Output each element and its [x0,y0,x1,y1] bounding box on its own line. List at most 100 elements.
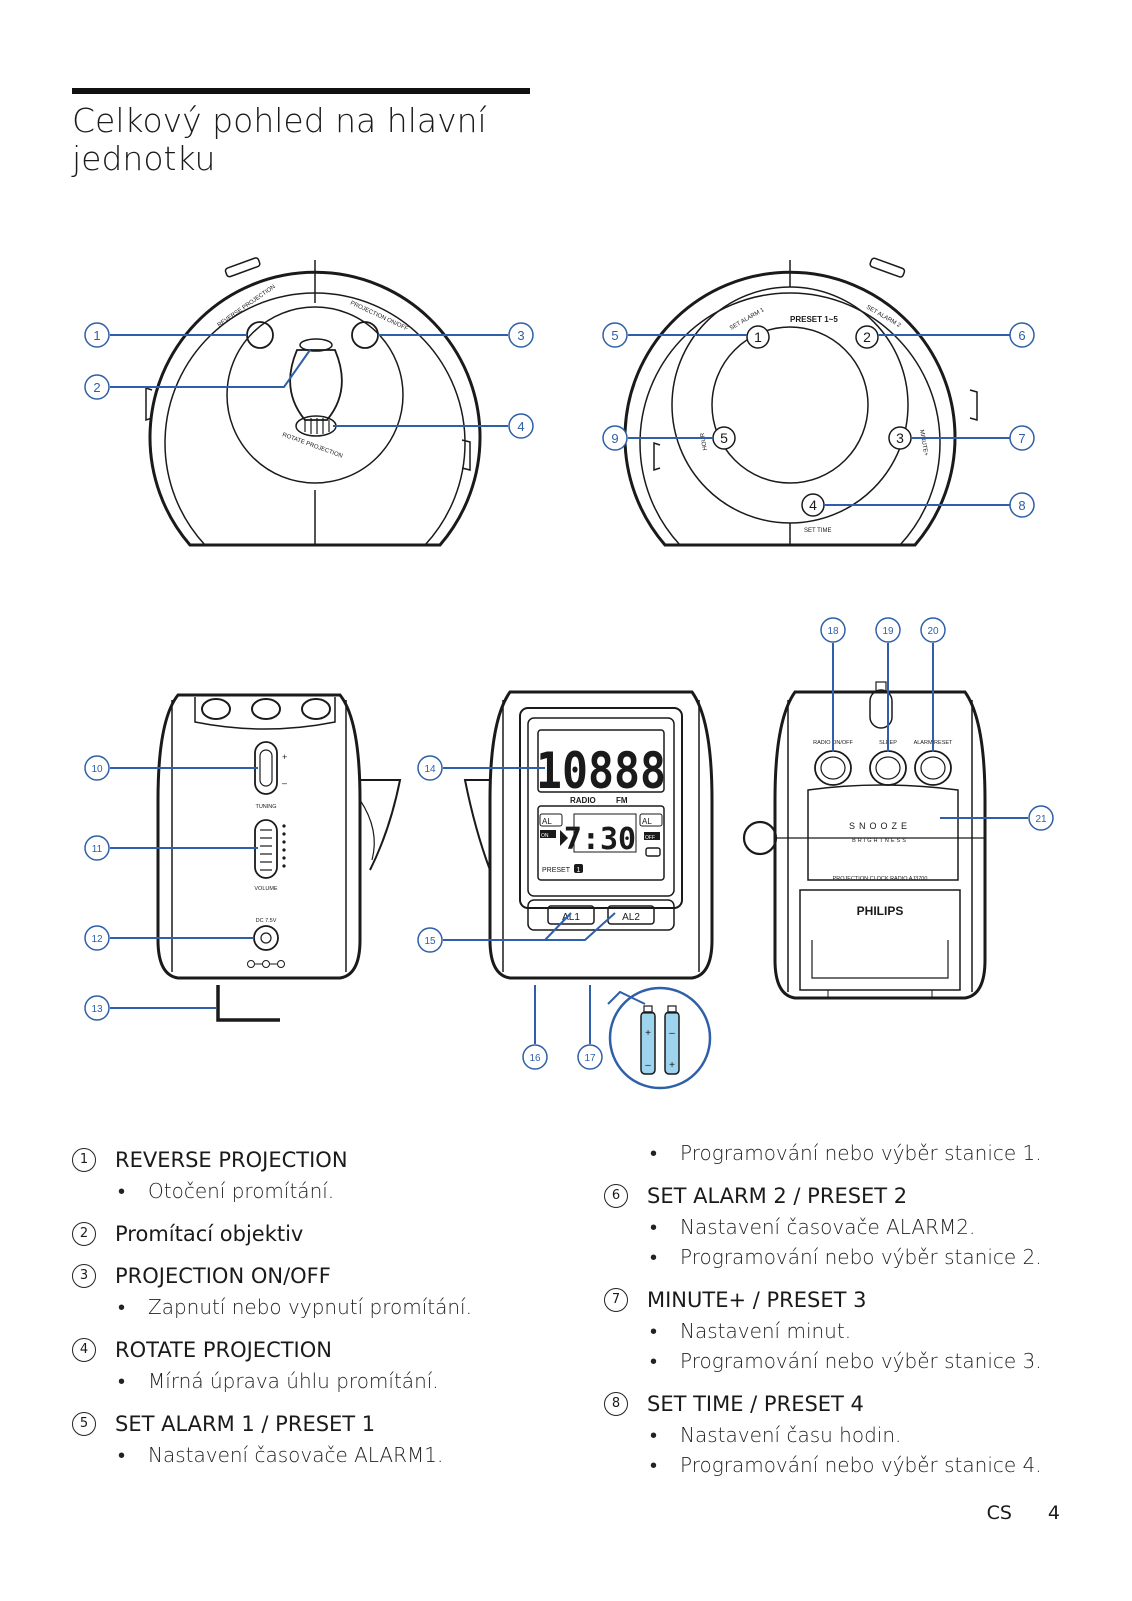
item-heading: PROJECTION ON/OFF [115,1264,331,1288]
page-footer: CS 4 [987,1502,1060,1524]
svg-text:13: 13 [91,1004,103,1015]
legend-item-2: 2 Promítací objektiv [72,1220,542,1248]
item-number: 4 [72,1338,96,1362]
item-bullet: Programování nebo výběr stanice 2. [604,1242,1074,1272]
label-reverse-projection: REVERSE PROJECTION [217,284,277,329]
legend-item-1: 1 REVERSE PROJECTION Otočení promítání. [72,1146,542,1206]
svg-text:15: 15 [424,936,436,947]
lcd-al-left: AL [542,817,552,826]
label-brightness: BRIGHTNESS [852,838,908,844]
svg-text:21: 21 [1035,814,1047,825]
item-heading: MINUTE+ / PRESET 3 [647,1288,867,1312]
svg-text:2: 2 [93,380,100,395]
callout-15: 15 [417,927,443,953]
callout-8: 8 [1009,492,1035,518]
key-1-label: 1 [754,329,762,345]
title-rule [72,88,530,94]
language-code: CS [986,1502,1012,1524]
top-view-projection [145,257,482,547]
svg-text:19: 19 [882,626,894,637]
callout-17: 17 [577,1044,603,1070]
label-volume: VOLUME [254,886,278,892]
callout-4: 4 [508,413,534,439]
legend-left-column: 1 REVERSE PROJECTION Otočení promítání. 2… [72,1146,542,1484]
lcd-preset: PRESET [542,867,571,874]
page-number: 4 [1047,1502,1060,1524]
lcd-al-right: AL [642,817,652,826]
item-bullet-continued: Programování nebo výběr stanice 1. [604,1138,1074,1168]
button-al1-label: AL1 [562,912,580,923]
item-bullet: Nastavení minut. [604,1316,1074,1346]
label-preset: PRESET 1~5 [790,315,838,324]
item-bullet: Otočení promítání. [72,1176,542,1206]
item-bullet: Nastavení časovače ALARM2. [604,1212,1074,1242]
callout-10: 10 [84,755,110,781]
lcd-off: OFF [645,835,655,841]
battery-plus-a: + [645,1028,651,1039]
key-5-label: 5 [720,430,728,446]
label-model: PROJECTION CLOCK RADIO AJ3700 [833,876,928,882]
callout-6: 6 [1009,322,1035,348]
page-title: Celkový pohled na hlavní jednotku [72,101,487,178]
product-diagram: REVERSE PROJECTION PROJECTION ON/OFF ROT… [84,257,1054,1090]
callout-9: 9 [602,425,628,451]
svg-text:20: 20 [927,626,939,637]
front-view [463,690,714,980]
item-number: 8 [604,1392,628,1416]
callout-20: 20 [920,617,946,643]
callout-13: 13 [84,995,110,1021]
battery-plus-b: + [669,1060,675,1071]
item-bullet: Mírná úprava úhlu promítání. [72,1366,542,1396]
label-dc: DC 7.5V [256,918,277,924]
key-2-label: 2 [863,329,871,345]
label-projection-onoff: PROJECTION ON/OFF [349,300,409,332]
item-bullet: Nastavení času hodin. [604,1420,1074,1450]
item-number: 5 [72,1412,96,1436]
item-heading: SET TIME / PRESET 4 [647,1392,864,1416]
legend-item-4: 4 ROTATE PROJECTION Mírná úprava úhlu pro… [72,1336,542,1396]
callout-7: 7 [1009,425,1035,451]
battery-minus-b: – [669,1028,675,1039]
item-number: 2 [72,1222,96,1246]
lcd-radio: RADIO [570,796,596,805]
key-3-label: 3 [896,430,904,446]
item-bullet: Programování nebo výběr stanice 3. [604,1346,1074,1376]
item-heading: Promítací objektiv [115,1222,304,1246]
lcd-fm: FM [616,796,628,805]
svg-text:16: 16 [529,1053,541,1064]
lcd-preset-number: 1 [577,867,581,874]
callout-18: 18 [820,617,846,643]
svg-text:6: 6 [1018,328,1025,343]
label-tuning: TUNING [255,804,276,810]
svg-text:4: 4 [517,419,524,434]
lcd-on: ON [541,833,549,839]
label-hour: HOUR [700,432,709,451]
battery-illustration [607,986,712,1090]
svg-text:11: 11 [92,844,103,855]
callout-11: 11 [84,835,110,861]
label-minute: MINUTE+ [918,429,929,457]
callout-1: 1 [84,322,110,348]
legend-item-8: 8 SET TIME / PRESET 4 Nastavení času hodi… [604,1390,1074,1480]
brand-logo: PHILIPS [857,904,904,918]
svg-text:10: 10 [91,764,103,775]
lcd-big-digits: 10888 [536,742,666,800]
callout-14: 14 [417,755,443,781]
callout-2: 2 [84,374,110,400]
item-bullet: Nastavení časovače ALARM1. [72,1440,542,1470]
item-number: 6 [604,1184,628,1208]
callout-19: 19 [875,617,901,643]
item-heading: REVERSE PROJECTION [115,1148,348,1172]
svg-text:18: 18 [827,626,839,637]
side-view [156,693,402,1022]
callout-5: 5 [602,322,628,348]
callout-16: 16 [522,1044,548,1070]
item-heading: ROTATE PROJECTION [115,1338,332,1362]
label-set-time: SET TIME [804,528,831,534]
battery-minus-a: – [645,1060,651,1071]
lcd-time: 7:30 [564,822,636,857]
item-number: 1 [72,1148,96,1172]
